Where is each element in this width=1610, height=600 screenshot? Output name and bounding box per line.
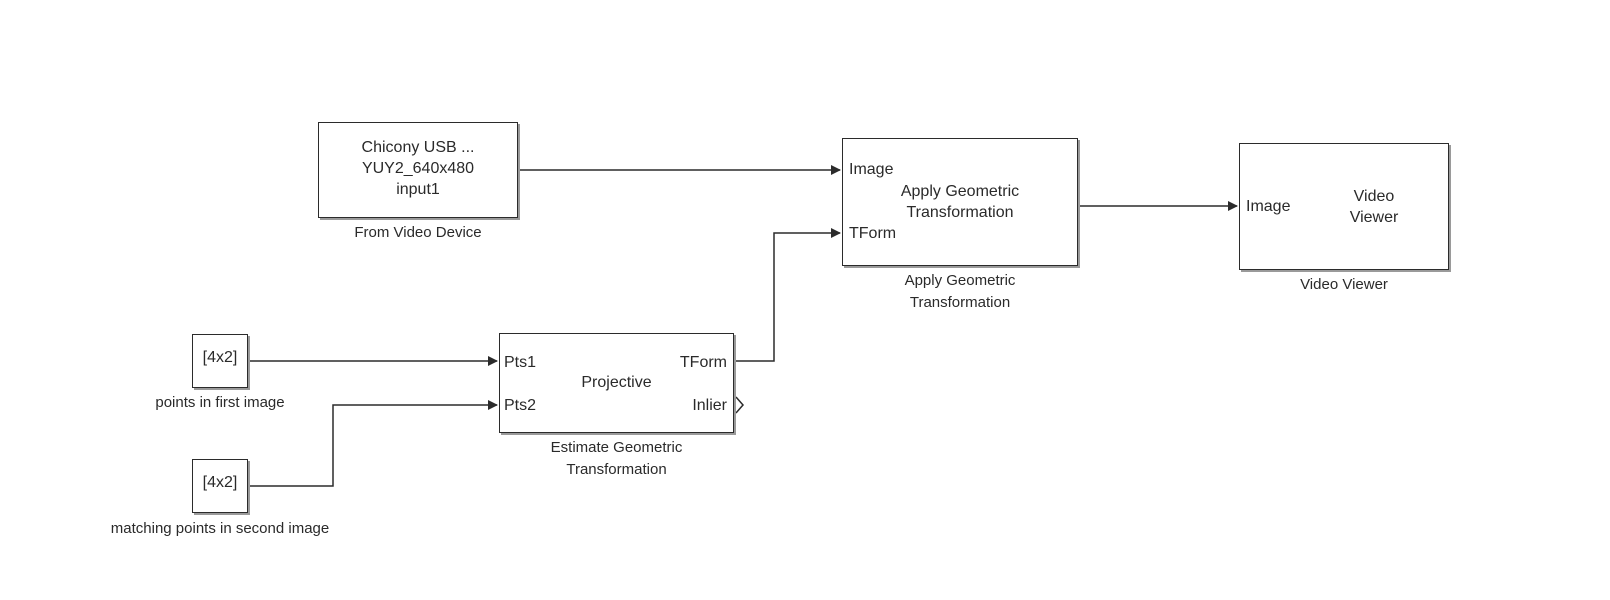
video-device-line-2: YUY2_640x480 bbox=[361, 160, 475, 177]
estimate-geometric-caption: Estimate Geometric Transformation bbox=[499, 437, 734, 481]
signal-line-second-to-pts2[interactable] bbox=[248, 400, 498, 487]
video-viewer-block[interactable]: Image Video Viewer bbox=[1239, 143, 1449, 270]
inlier-output-port-icon[interactable] bbox=[735, 396, 744, 414]
estimate-caption-line-2: Transformation bbox=[566, 461, 667, 478]
constant-first-value: [4x2] bbox=[202, 349, 238, 366]
viewer-center-line-1: Video bbox=[1353, 188, 1395, 205]
constant-first-image-block[interactable]: [4x2] bbox=[192, 334, 248, 388]
estimate-center-text: Projective bbox=[581, 374, 652, 391]
apply-center-line-2: Transformation bbox=[906, 204, 1014, 221]
pts1-port-label: Pts1 bbox=[504, 354, 537, 371]
viewer-center-line-2: Viewer bbox=[1349, 209, 1399, 226]
estimate-geometric-transformation-block[interactable]: Pts1 Pts2 Projective TForm Inlier bbox=[499, 333, 734, 433]
apply-center-line-1: Apply Geometric bbox=[900, 183, 1020, 200]
estimate-tform-port-label: TForm bbox=[679, 354, 727, 371]
constant-second-caption: matching points in second image bbox=[110, 520, 330, 537]
apply-center-text: Apply Geometric Transformation bbox=[843, 181, 1077, 223]
signal-line-tform-to-apply[interactable] bbox=[734, 228, 841, 362]
inlier-port-label: Inlier bbox=[692, 397, 727, 414]
pts2-port-label: Pts2 bbox=[504, 397, 537, 414]
video-device-text: Chicony USB ... YUY2_640x480 input1 bbox=[319, 137, 517, 200]
apply-image-port-label: Image bbox=[849, 161, 894, 178]
constant-second-image-block[interactable]: [4x2] bbox=[192, 459, 248, 513]
estimate-caption-line-1: Estimate Geometric bbox=[550, 439, 683, 456]
viewer-image-port-label: Image bbox=[1246, 198, 1291, 215]
constant-first-caption: points in first image bbox=[155, 394, 285, 411]
video-viewer-caption: Video Viewer bbox=[1300, 276, 1388, 293]
viewer-center-text: Video Viewer bbox=[1300, 186, 1448, 228]
apply-caption-line-1: Apply Geometric bbox=[904, 272, 1016, 289]
apply-caption-line-2: Transformation bbox=[909, 294, 1011, 311]
from-video-device-block[interactable]: Chicony USB ... YUY2_640x480 input1 bbox=[318, 122, 518, 218]
apply-geometric-transformation-block[interactable]: Image TForm Apply Geometric Transformati… bbox=[842, 138, 1078, 266]
video-device-line-3: input1 bbox=[396, 181, 440, 198]
video-device-line-1: Chicony USB ... bbox=[361, 139, 475, 156]
apply-geometric-caption: Apply Geometric Transformation bbox=[842, 270, 1078, 314]
constant-second-value: [4x2] bbox=[202, 474, 238, 491]
from-video-device-caption: From Video Device bbox=[354, 224, 482, 241]
apply-tform-port-label: TForm bbox=[849, 225, 897, 242]
